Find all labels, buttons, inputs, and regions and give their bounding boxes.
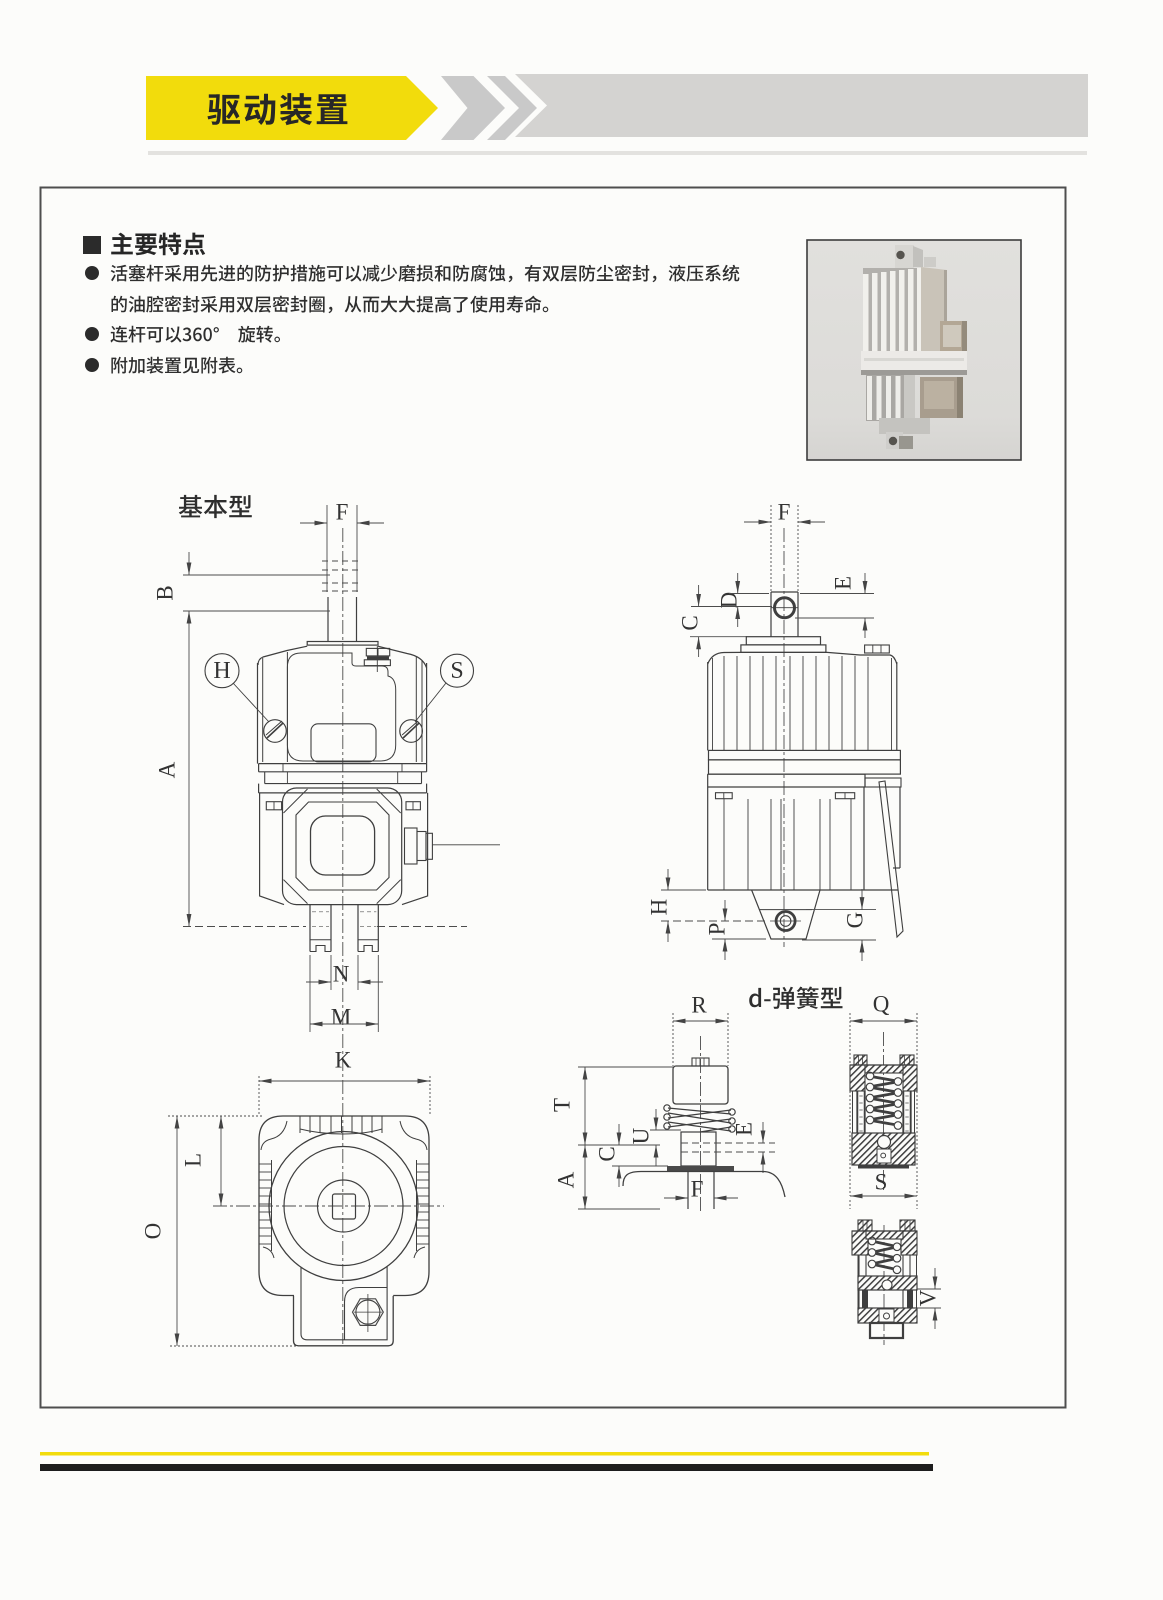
svg-text:M: M	[331, 1005, 351, 1030]
svg-text:A: A	[155, 761, 180, 778]
svg-text:Q: Q	[873, 992, 890, 1017]
svg-text:N: N	[333, 962, 350, 987]
svg-text:H: H	[647, 899, 672, 916]
svg-text:L: L	[181, 1153, 206, 1167]
svg-text:P: P	[705, 923, 730, 936]
svg-text:B: B	[153, 585, 178, 600]
svg-text:K: K	[335, 1048, 352, 1073]
svg-text:V: V	[916, 1289, 941, 1306]
svg-text:E: E	[831, 576, 856, 590]
svg-text:U: U	[629, 1127, 654, 1144]
svg-text:F: F	[778, 500, 791, 525]
svg-text:T: T	[550, 1098, 575, 1112]
svg-text:E: E	[732, 1122, 757, 1136]
svg-text:D: D	[717, 592, 742, 609]
svg-text:S: S	[450, 658, 463, 684]
svg-text:H: H	[213, 658, 230, 684]
svg-text:G: G	[843, 912, 868, 929]
svg-text:F: F	[336, 500, 349, 525]
svg-text:F: F	[691, 1177, 704, 1202]
svg-text:R: R	[691, 993, 707, 1018]
svg-text:A: A	[554, 1171, 579, 1188]
svg-text:S: S	[875, 1170, 888, 1195]
svg-text:C: C	[678, 615, 703, 630]
svg-text:C: C	[595, 1146, 620, 1161]
svg-text:O: O	[141, 1223, 166, 1240]
